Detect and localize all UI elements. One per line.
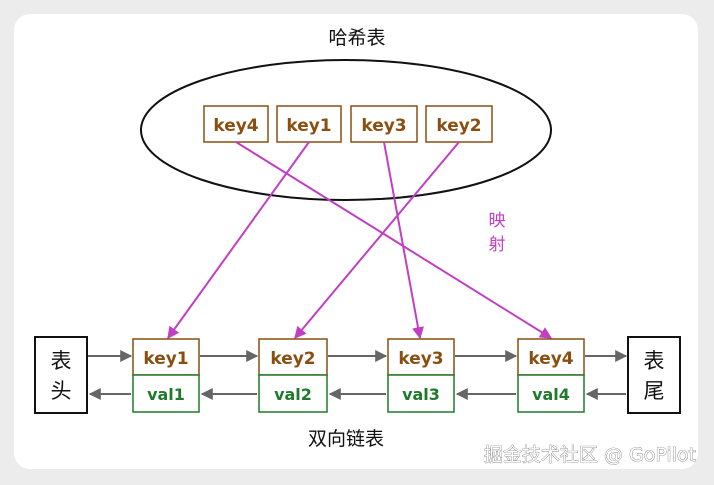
mapping-label-char: 射 xyxy=(489,235,506,255)
hash-key-box-key1: key1 xyxy=(276,105,342,143)
list-node-3: key3 val3 xyxy=(387,338,455,413)
hash-key-label: key3 xyxy=(361,116,406,136)
list-head-char: 头 xyxy=(51,379,72,403)
mapping-arrow-key3 xyxy=(383,141,424,340)
hash-key-label: key1 xyxy=(286,116,331,136)
node-key-label: key4 xyxy=(528,349,573,369)
node-key-label: key3 xyxy=(398,349,443,369)
list-tail-box: 表 尾 xyxy=(627,336,681,414)
list-head-box: 表 头 xyxy=(34,336,88,414)
list-head-char: 表 xyxy=(51,349,72,373)
list-tail-char: 表 xyxy=(644,349,665,373)
hash-key-label: key2 xyxy=(436,116,481,136)
mapping-label-char: 映 xyxy=(489,211,506,231)
node-key-label: key1 xyxy=(143,349,188,369)
node-val-label: val3 xyxy=(402,385,440,404)
hash-key-box-key3: key3 xyxy=(350,105,418,143)
mapping-arrow-key2 xyxy=(294,141,460,339)
node-val-label: val1 xyxy=(147,385,185,404)
node-val-label: val2 xyxy=(274,385,312,404)
watermark-text: 掘金技术社区 @ GoPilot xyxy=(484,444,696,466)
mapping-arrow-key1 xyxy=(167,141,310,339)
list-node-1: key1 val1 xyxy=(132,338,200,413)
node-key-label: key2 xyxy=(270,349,315,369)
linked-list-title: 双向链表 xyxy=(308,428,384,450)
list-node-2: key2 val2 xyxy=(258,338,328,413)
hash-key-label: key4 xyxy=(213,116,258,136)
hash-key-box-key2: key2 xyxy=(425,105,493,143)
mapping-arrow-key4 xyxy=(235,141,553,339)
list-tail-char: 尾 xyxy=(644,379,665,403)
node-val-label: val4 xyxy=(532,385,570,404)
hash-key-box-key4: key4 xyxy=(203,105,269,143)
list-node-4: key4 val4 xyxy=(517,338,585,413)
hash-table-title: 哈希表 xyxy=(328,27,385,49)
hash-table-ellipse xyxy=(140,59,552,201)
